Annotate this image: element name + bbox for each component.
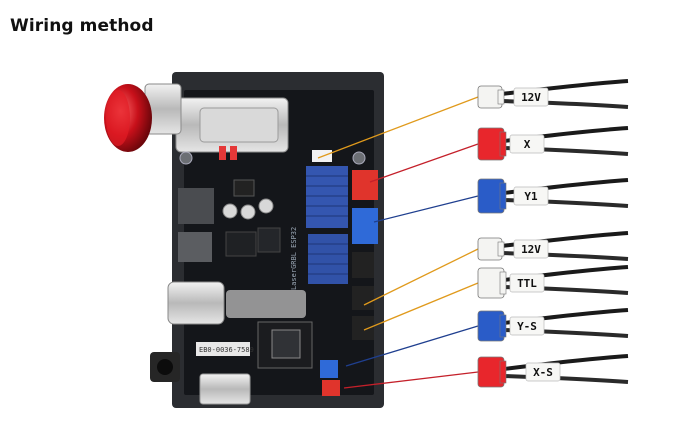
- chip: [225, 231, 257, 257]
- control-board: LaserGRBL ESP32 EB0-0036-7589: [150, 72, 384, 408]
- connector-latch: [497, 241, 505, 257]
- cable-label-text: X-S: [533, 366, 553, 379]
- header-connector: [352, 286, 374, 310]
- aviation-connector: [167, 281, 225, 325]
- connector-latch: [499, 314, 507, 338]
- leader-line: [363, 248, 479, 306]
- leader-line: [317, 96, 479, 159]
- serial-sticker: [196, 342, 250, 356]
- emergency-stop-button: [104, 83, 182, 152]
- connector-x-s: X-S: [343, 354, 629, 389]
- header-connector: [352, 316, 374, 340]
- capacitor: [222, 203, 238, 219]
- mount-hole: [179, 151, 193, 165]
- leader-line: [343, 371, 479, 389]
- chip: [178, 188, 214, 224]
- cable-label-tag: [513, 186, 549, 206]
- header-connector: [352, 252, 374, 278]
- pcb-silk-label: LaserGRBL ESP32: [290, 227, 298, 290]
- chip: [178, 232, 212, 262]
- cable-label-text: 12V: [521, 243, 541, 256]
- capacitor: [240, 204, 256, 220]
- connector-y-s: Y-S: [345, 308, 629, 367]
- connector-latch: [499, 131, 507, 157]
- heatsink: [308, 234, 348, 284]
- leader-line: [363, 282, 479, 331]
- page-title: Wiring method: [10, 16, 154, 36]
- cable-label-tag: [509, 134, 545, 154]
- connector-list: 12V X Y1 12V TTL Y-S X-S: [317, 79, 629, 389]
- heatsink: [306, 166, 348, 228]
- cable-label-text: 12V: [521, 91, 541, 104]
- leader-line: [373, 195, 479, 223]
- chip: [233, 179, 255, 197]
- connector-12v-a: 12V: [317, 79, 629, 159]
- connector-latch: [499, 182, 507, 210]
- cable-wire: [503, 374, 629, 384]
- cable-label-tag: [509, 316, 545, 336]
- header-connector: [352, 208, 378, 244]
- header-connector: [320, 360, 338, 378]
- connector-y1: Y1: [373, 178, 629, 223]
- mount-hole: [352, 151, 366, 165]
- cable-label-tag: [513, 87, 549, 107]
- cable-label-text: TTL: [517, 277, 537, 290]
- cable-label-tag: [513, 239, 549, 259]
- header-connector: [352, 170, 378, 200]
- cable-label-text: Y-S: [517, 320, 537, 333]
- leader-line: [345, 325, 479, 367]
- cable-label-tag: [525, 362, 561, 382]
- cable-label-tag: [509, 273, 545, 293]
- chip: [257, 227, 281, 253]
- connector-x: X: [369, 126, 629, 183]
- leader-line: [369, 143, 479, 183]
- connector-latch: [497, 89, 505, 105]
- serial-sticker-text: EB0-0036-7589: [199, 346, 254, 354]
- cable-label-text: X: [524, 138, 531, 151]
- connector-latch: [499, 360, 507, 384]
- header-connector: [322, 380, 340, 396]
- cable-wire: [503, 354, 629, 371]
- connector-12v-b: 12V: [363, 231, 629, 306]
- connector-latch: [499, 271, 507, 295]
- cable-label-text: Y1: [524, 190, 538, 203]
- capacitor: [258, 198, 274, 214]
- connector-ttl: TTL: [363, 265, 629, 331]
